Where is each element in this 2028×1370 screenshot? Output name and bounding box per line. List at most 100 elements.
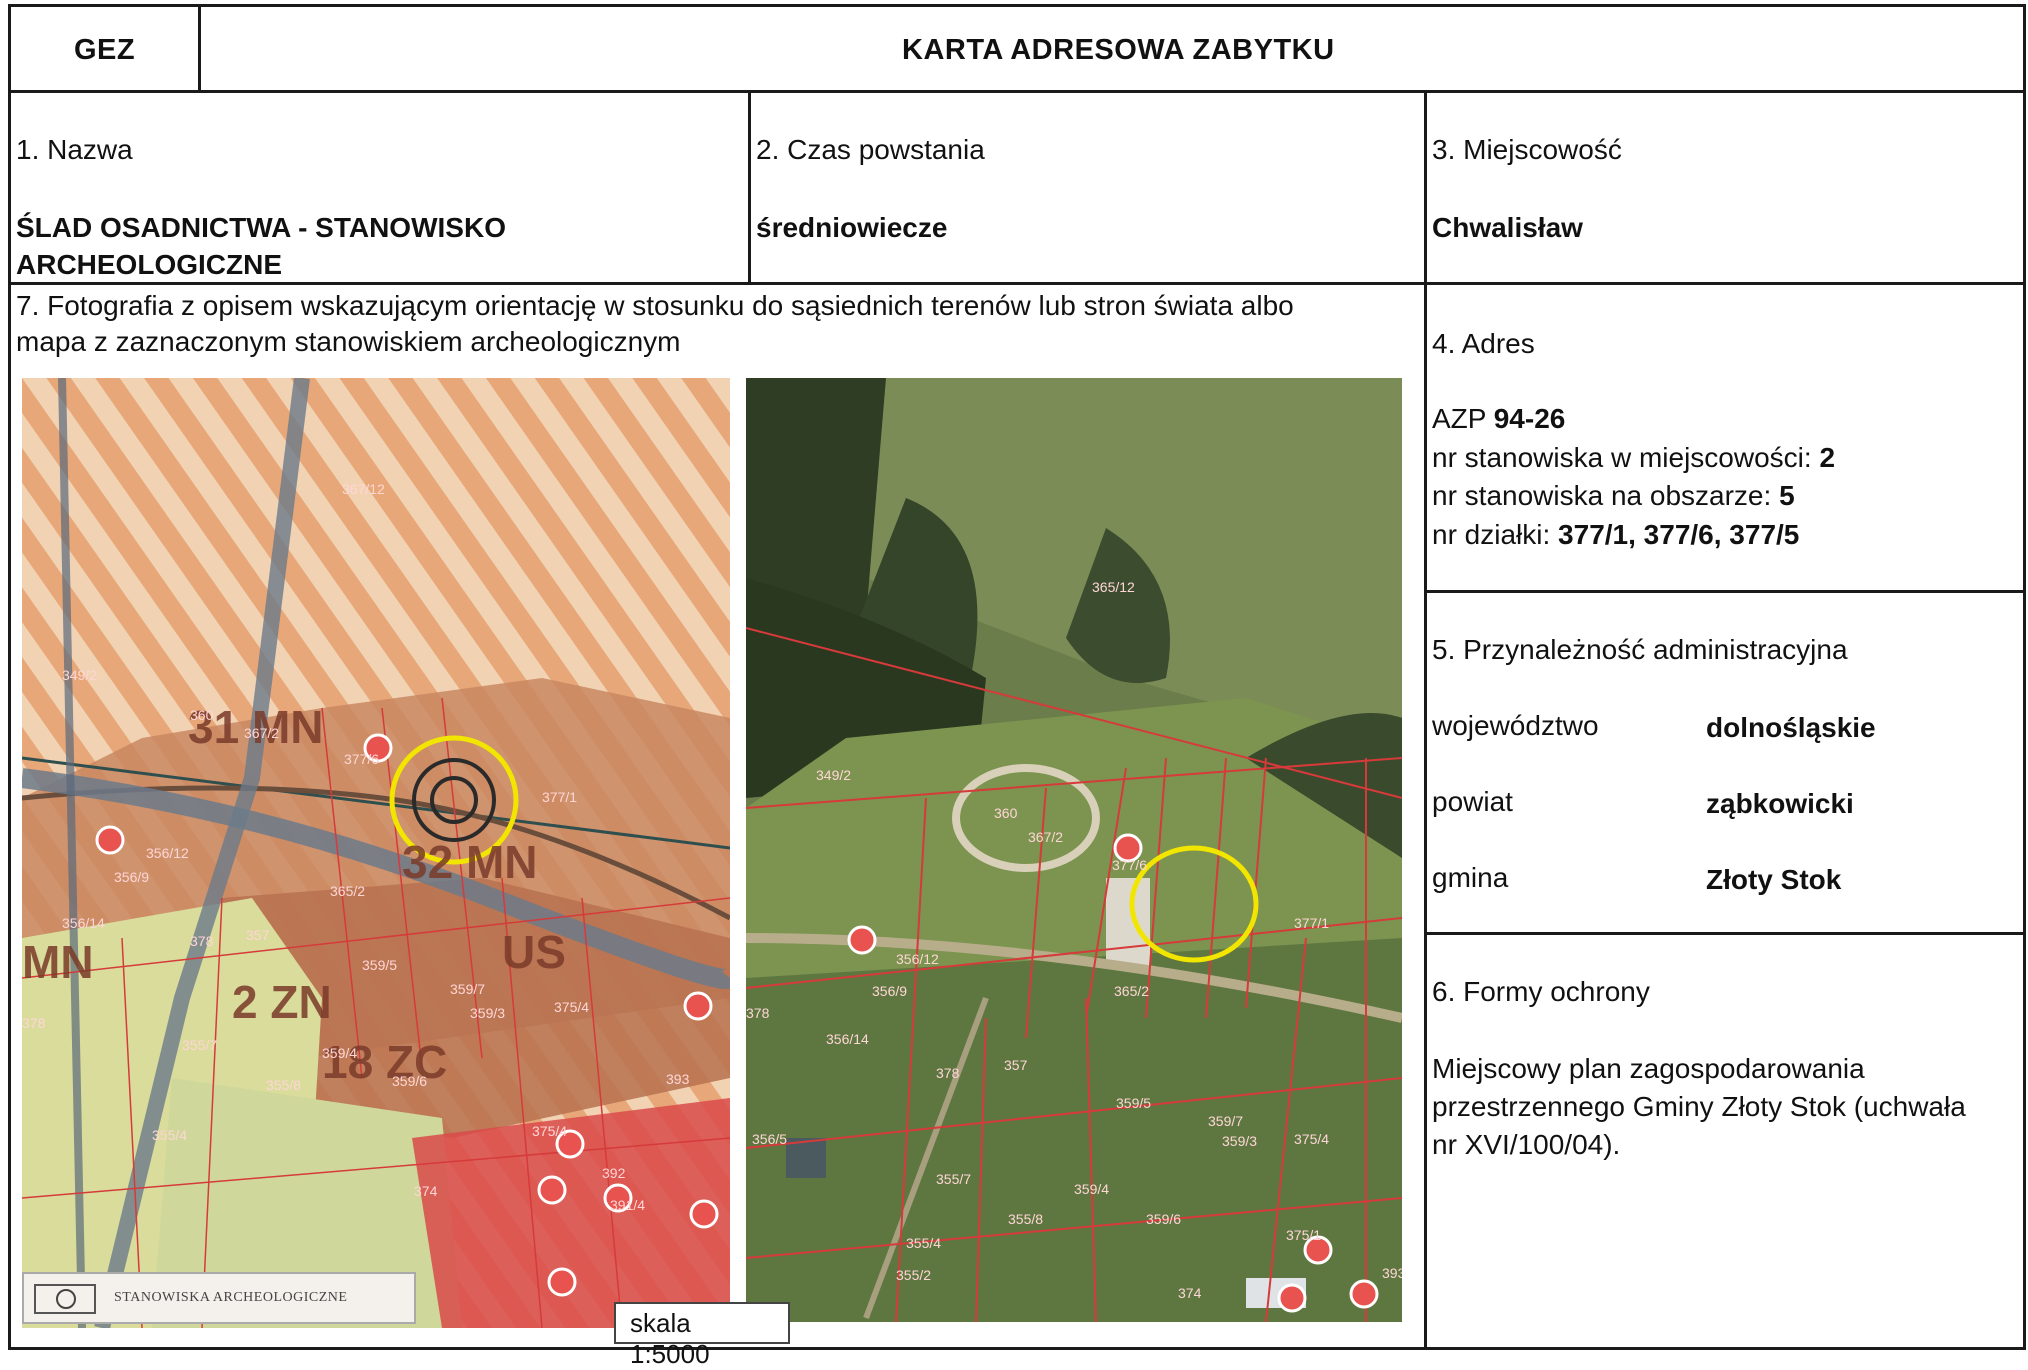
site-number-area-value: 5 xyxy=(1779,480,1795,511)
svg-text:359/3: 359/3 xyxy=(470,1005,505,1021)
svg-text:US: US xyxy=(502,926,566,978)
svg-text:359/7: 359/7 xyxy=(450,981,485,997)
plot-number-line: nr działki: 377/1, 377/6, 377/5 xyxy=(1432,516,1799,554)
row1-bottom-line xyxy=(8,282,2026,285)
svg-text:356/14: 356/14 xyxy=(62,915,105,931)
svg-text:391/4: 391/4 xyxy=(610,1197,645,1213)
plot-number-label: nr działki: xyxy=(1432,519,1551,550)
svg-text:375/4: 375/4 xyxy=(1294,1131,1329,1147)
svg-text:393: 393 xyxy=(666,1071,690,1087)
svg-text:360: 360 xyxy=(190,707,214,723)
svg-text:393: 393 xyxy=(1382,1265,1402,1281)
svg-text:365/12: 365/12 xyxy=(1092,579,1135,595)
row1-divider-b xyxy=(1424,92,1427,1350)
site-symbol-icon xyxy=(34,1284,96,1314)
svg-text:378: 378 xyxy=(22,1015,46,1031)
svg-text:359/4: 359/4 xyxy=(1074,1181,1109,1197)
svg-text:355/4: 355/4 xyxy=(906,1235,941,1251)
svg-text:18 ZC: 18 ZC xyxy=(322,1036,447,1088)
svg-text:378: 378 xyxy=(936,1065,960,1081)
svg-text:355/7: 355/7 xyxy=(936,1171,971,1187)
admin-county-value: ząbkowicki xyxy=(1706,788,1854,819)
svg-text:377/1: 377/1 xyxy=(1294,915,1329,931)
svg-text:32 MN: 32 MN xyxy=(402,836,537,888)
address-label: 4. Adres xyxy=(1432,328,1535,359)
admin-voivodeship-key: województwo xyxy=(1432,710,1599,741)
admin-label: 5. Przynależność administracyjna xyxy=(1432,634,1848,665)
row1-divider-a xyxy=(748,92,751,282)
locality-value: Chwalisław xyxy=(1432,212,1583,243)
map-scale: skala 1:5000 xyxy=(614,1302,790,1369)
svg-text:360: 360 xyxy=(994,805,1018,821)
address-bottom-line xyxy=(1424,590,2026,593)
map-section-label-line2: mapa z zaznaczonym stanowiskiem archeolo… xyxy=(16,326,681,357)
card-code: GEZ xyxy=(74,34,136,66)
svg-text:378: 378 xyxy=(190,933,214,949)
site-number-locality-value: 2 xyxy=(1819,442,1836,473)
name-value-line1: ŚLAD OSADNICTWA - STANOWISKO xyxy=(16,212,506,243)
svg-text:356/14: 356/14 xyxy=(826,1031,869,1047)
svg-text:367/12: 367/12 xyxy=(342,481,385,497)
svg-text:375/4: 375/4 xyxy=(532,1123,567,1139)
svg-text:355/8: 355/8 xyxy=(1008,1211,1043,1227)
header-divider xyxy=(198,4,201,92)
azp-line: AZP 94-26 xyxy=(1432,400,1565,438)
svg-text:359/6: 359/6 xyxy=(1146,1211,1181,1227)
svg-text:365/2: 365/2 xyxy=(1114,983,1149,999)
admin-voivodeship-value: dolnośląskie xyxy=(1706,712,1876,743)
svg-text:357: 357 xyxy=(246,927,270,943)
card-title: KARTA ADRESOWA ZABYTKU xyxy=(902,34,1335,66)
azp-label: AZP xyxy=(1432,403,1486,434)
svg-text:359/5: 359/5 xyxy=(362,957,397,973)
map-legend: STANOWISKA ARCHEOLOGICZNE xyxy=(22,1272,416,1324)
protection-text-line1: Miejscowy plan zagospodarowania xyxy=(1432,1053,1865,1084)
svg-text:356/9: 356/9 xyxy=(114,869,149,885)
svg-text:357: 357 xyxy=(1004,1057,1028,1073)
site-number-locality-label: nr stanowiska w miejscowości: xyxy=(1432,442,1812,473)
svg-text:375/4: 375/4 xyxy=(554,999,589,1015)
svg-text:356/12: 356/12 xyxy=(146,845,189,861)
svg-text:359/4: 359/4 xyxy=(322,1045,357,1061)
svg-text:359/7: 359/7 xyxy=(1208,1113,1243,1129)
creation-time-label: 2. Czas powstania xyxy=(756,134,985,165)
svg-text:355/4: 355/4 xyxy=(152,1127,187,1143)
site-number-locality-line: nr stanowiska w miejscowości: 2 xyxy=(1432,439,1835,477)
site-number-area-line: nr stanowiska na obszarze: 5 xyxy=(1432,477,1795,515)
protection-label: 6. Formy ochrony xyxy=(1432,976,1650,1007)
admin-municipality-key: gmina xyxy=(1432,862,1509,893)
legend-label: STANOWISKA ARCHEOLOGICZNE xyxy=(114,1290,348,1305)
svg-text:356/5: 356/5 xyxy=(752,1131,787,1147)
svg-text:355/2: 355/2 xyxy=(896,1267,931,1283)
svg-text:375/1: 375/1 xyxy=(1286,1227,1321,1243)
svg-text:2 ZN: 2 ZN xyxy=(232,976,332,1028)
admin-bottom-line xyxy=(1424,932,2026,935)
svg-text:356/12: 356/12 xyxy=(896,951,939,967)
admin-municipality-value: Złoty Stok xyxy=(1706,864,1842,895)
svg-text:377/6: 377/6 xyxy=(344,751,379,767)
creation-time-value: średniowiecze xyxy=(756,212,948,243)
svg-text:355/8: 355/8 xyxy=(266,1077,301,1093)
admin-county-key: powiat xyxy=(1432,786,1513,817)
svg-text:355/7: 355/7 xyxy=(182,1037,217,1053)
svg-text:374: 374 xyxy=(414,1183,438,1199)
name-value-line2: ARCHEOLOGICZNE xyxy=(16,249,282,280)
svg-text:359/5: 359/5 xyxy=(1116,1095,1151,1111)
svg-text:365/2: 365/2 xyxy=(330,883,365,899)
svg-text:349/2: 349/2 xyxy=(816,767,851,783)
svg-text:356/9: 356/9 xyxy=(872,983,907,999)
map-section-label-line1: 7. Fotografia z opisem wskazującym orien… xyxy=(16,290,1294,321)
svg-text:359/3: 359/3 xyxy=(1222,1133,1257,1149)
header-bottom-line xyxy=(8,90,2026,93)
svg-text:377/6: 377/6 xyxy=(1112,857,1147,873)
svg-text:367/2: 367/2 xyxy=(244,725,279,741)
svg-text:374: 374 xyxy=(1178,1285,1202,1301)
card-frame xyxy=(8,4,2026,1350)
svg-text:MN: MN xyxy=(22,936,94,988)
svg-text:377/1: 377/1 xyxy=(542,789,577,805)
svg-text:392: 392 xyxy=(602,1165,626,1181)
protection-text-line3: nr XVI/100/04). xyxy=(1432,1129,1621,1160)
svg-text:349/2: 349/2 xyxy=(62,667,97,683)
